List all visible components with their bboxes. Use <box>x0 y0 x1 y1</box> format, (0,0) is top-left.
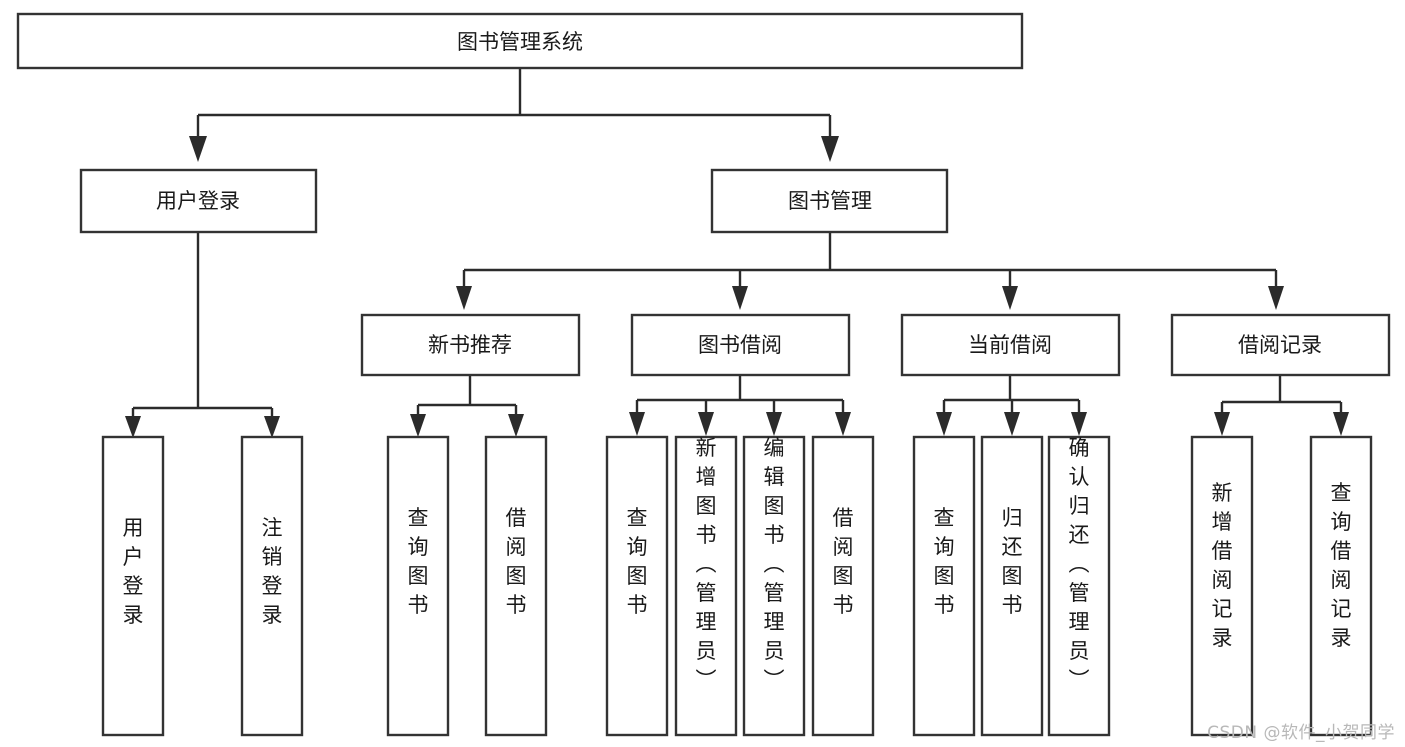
node-book-management[interactable]: 图书管理 <box>710 168 949 234</box>
arrowhead-leaf-br-0 <box>1214 412 1230 436</box>
node-book-management-label: 图书管理 <box>788 189 872 213</box>
connectors-book-mgmt-to-level3 <box>456 232 1284 310</box>
leaf-query-borrow-record-box[interactable] <box>1309 435 1373 737</box>
node-root-box[interactable] <box>16 12 1024 70</box>
connectors-borrow-to-leaves <box>629 375 851 436</box>
leaf-query-borrow-record-label: 查询借阅记录 <box>1331 481 1352 650</box>
leaf-add-book-admin-box[interactable] <box>674 435 738 737</box>
arrowhead-leaf-bb-3 <box>835 412 851 436</box>
arrowhead-user-login <box>189 136 207 162</box>
leaf-logout-label: 注销登录 <box>262 516 283 627</box>
arrowhead-leaf-ul-0 <box>125 416 141 438</box>
node-book-borrow-box[interactable] <box>630 313 851 377</box>
arrowhead-leaf-cb-1 <box>1004 412 1020 436</box>
arrowhead-book-mgmt <box>821 136 839 162</box>
arrowhead-l3-1 <box>732 286 748 310</box>
arrowhead-leaf-bb-2 <box>766 412 782 436</box>
arrowhead-leaf-nb-0 <box>410 414 426 437</box>
leaf-user-login-label: 用户登录 <box>123 516 144 627</box>
arrowhead-leaf-cb-2 <box>1071 412 1087 436</box>
leaf-node-query-book-recommend[interactable]: 查询图书 <box>386 435 450 737</box>
connectors-recommend-to-leaves <box>410 375 524 437</box>
arrowhead-leaf-cb-0 <box>936 412 952 436</box>
node-borrow-records-label: 借阅记录 <box>1238 333 1322 357</box>
leaf-query-book-borrow-label: 查询图书 <box>627 506 648 617</box>
leaf-node-borrow-book-recommend[interactable]: 借阅图书 <box>484 435 548 737</box>
arrowhead-l3-3 <box>1268 286 1284 310</box>
node-borrow-records-box[interactable] <box>1170 313 1391 377</box>
node-root-label: 图书管理系统 <box>457 30 583 54</box>
leaf-query-book-current-box[interactable] <box>912 435 976 737</box>
leaf-return-book-box[interactable] <box>980 435 1044 737</box>
leaf-query-book-recommend-label: 查询图书 <box>408 506 429 617</box>
arrowhead-leaf-bb-0 <box>629 412 645 436</box>
node-book-borrow-label: 图书借阅 <box>698 333 782 357</box>
arrowhead-leaf-br-1 <box>1333 412 1349 436</box>
node-new-book-recommend[interactable]: 新书推荐 <box>360 313 581 377</box>
leaf-edit-book-admin-label: 编辑图书︵管理员︶ <box>764 436 785 692</box>
arrowhead-leaf-ul-1 <box>264 416 280 438</box>
leaf-return-book-label: 归还图书 <box>1002 506 1023 617</box>
node-book-borrow[interactable]: 图书借阅 <box>630 313 851 377</box>
leaf-node-user-login[interactable]: 用户登录 <box>101 435 165 737</box>
arrowhead-leaf-bb-1 <box>698 412 714 436</box>
leaf-borrow-book-recommend-box[interactable] <box>484 435 548 737</box>
leaf-query-book-recommend-box[interactable] <box>386 435 450 737</box>
leaf-confirm-return-admin-box[interactable] <box>1047 435 1111 737</box>
leaf-node-confirm-return-admin[interactable]: 确认归还︵管理员︶ <box>1047 435 1111 737</box>
node-root-system[interactable]: 图书管理系统 <box>16 12 1024 70</box>
leaf-node-query-book-current[interactable]: 查询图书 <box>912 435 976 737</box>
arrowhead-l3-2 <box>1002 286 1018 310</box>
node-current-borrow-label: 当前借阅 <box>968 333 1052 357</box>
leaf-node-query-borrow-record[interactable]: 查询借阅记录 <box>1309 435 1373 737</box>
leaf-add-borrow-record-box[interactable] <box>1190 435 1254 737</box>
leaf-confirm-return-admin-label: 确认归还︵管理员︶ <box>1069 436 1090 692</box>
leaf-user-login-box[interactable] <box>101 435 165 737</box>
node-book-management-box[interactable] <box>710 168 949 234</box>
arrowhead-leaf-nb-1 <box>508 414 524 437</box>
node-current-borrow[interactable]: 当前借阅 <box>900 313 1121 377</box>
leaf-query-book-borrow-box[interactable] <box>605 435 669 737</box>
connectors-records-to-leaves <box>1214 375 1349 436</box>
node-borrow-records[interactable]: 借阅记录 <box>1170 313 1391 377</box>
connectors-root-to-level2 <box>189 68 839 162</box>
connectors-current-to-leaves <box>936 375 1087 436</box>
leaf-node-add-book-admin[interactable]: 新增图书︵管理员︶ <box>674 435 738 737</box>
node-new-book-recommend-label: 新书推荐 <box>428 333 512 357</box>
leaf-node-edit-book-admin[interactable]: 编辑图书︵管理员︶ <box>742 435 806 737</box>
leaf-edit-book-admin-box[interactable] <box>742 435 806 737</box>
connectors-user-login-to-leaves <box>125 232 280 438</box>
node-user-login-box[interactable] <box>79 168 318 234</box>
leaf-node-add-borrow-record[interactable]: 新增借阅记录 <box>1190 435 1254 737</box>
leaf-node-borrow-book-borrow[interactable]: 借阅图书 <box>811 435 875 737</box>
leaf-borrow-book-borrow-label: 借阅图书 <box>833 506 854 617</box>
node-user-login-label: 用户登录 <box>156 189 240 213</box>
leaf-node-return-book[interactable]: 归还图书 <box>980 435 1044 737</box>
leaf-node-logout[interactable]: 注销登录 <box>240 435 304 737</box>
node-new-book-recommend-box[interactable] <box>360 313 581 377</box>
leaf-borrow-book-recommend-label: 借阅图书 <box>506 506 527 617</box>
leaf-query-book-current-label: 查询图书 <box>934 506 955 617</box>
leaf-logout-box[interactable] <box>240 435 304 737</box>
node-current-borrow-box[interactable] <box>900 313 1121 377</box>
arrowhead-l3-0 <box>456 286 472 310</box>
csdn-watermark: CSDN @软件_小贺同学 <box>1207 723 1395 743</box>
leaf-add-borrow-record-label: 新增借阅记录 <box>1212 481 1233 650</box>
leaf-borrow-book-borrow-box[interactable] <box>811 435 875 737</box>
leaf-node-query-book-borrow[interactable]: 查询图书 <box>605 435 669 737</box>
node-user-login[interactable]: 用户登录 <box>79 168 318 234</box>
leaf-add-book-admin-label: 新增图书︵管理员︶ <box>696 436 717 692</box>
